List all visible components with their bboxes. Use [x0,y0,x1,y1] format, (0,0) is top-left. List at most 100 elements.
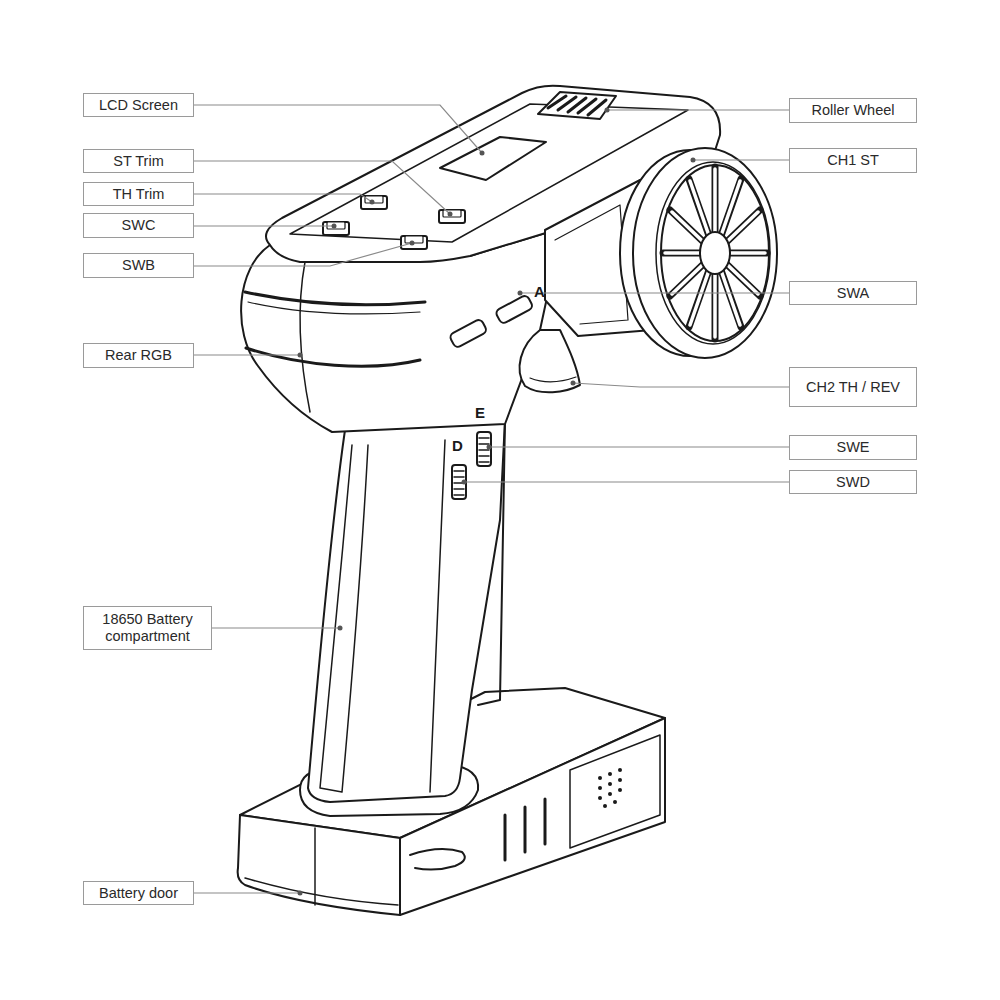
side-switches-part [452,465,466,499]
leader-dots-part [298,353,303,358]
transmitter-grip-part [430,440,445,792]
leader-lines-part [607,109,789,110]
transmitter-base-part-part [608,782,612,786]
callout-label: TH Trim [113,186,165,203]
switch-letter: E [475,405,485,421]
side-switches [452,432,491,499]
switch-letter: A [534,284,545,300]
leader-dots-part [487,445,492,450]
transmitter-head-part [495,294,534,324]
leader-dots-part [410,241,415,246]
leader-lines-part [194,892,300,893]
leader-lines-part [464,481,789,482]
side-switches-part [479,438,489,462]
switch-letter: D [452,438,463,454]
leader-lines-part [194,161,450,214]
transmitter-base-part-part [598,776,602,780]
leader-lines-part [194,354,300,355]
transmitter-head-part [300,262,310,412]
transmitter-base-part [505,799,545,860]
transmitter-base-part-part [598,796,602,800]
leader-lines-part [194,225,334,226]
leader-dots-part [462,480,467,485]
callout-box: ST Trim [83,149,194,173]
trim-buttons-part [323,222,349,235]
transmitter-head-part [246,348,420,366]
trim-buttons-part [401,236,427,249]
leader-dots-part [571,381,576,386]
throttle-trigger-part [520,330,580,392]
steering-wheel-part [633,148,777,358]
steering-wheel-part-part [665,169,765,337]
leader-dots-part [338,626,343,631]
roller-wheel-drawing-part [538,92,616,119]
callout-label: SWA [837,285,870,302]
transmitter-base-part-part [618,778,622,782]
lcd-screen-drawing [440,137,546,180]
transmitter-base-part [314,828,316,905]
leader-lines-part [489,446,789,447]
callout-box: LCD Screen [83,93,194,117]
leader-dots-part [332,224,337,229]
lcd-screen-drawing-part [440,137,546,180]
callout-label: ST Trim [113,153,163,170]
callout-label: SWD [836,474,870,491]
callout-label: SWE [836,439,869,456]
transmitter-base-part-part [603,804,607,808]
side-switches-part [477,432,491,466]
transmitter-base-part-part [598,786,602,790]
callout-box: TH Trim [83,182,194,206]
leader-dots-part [298,891,303,896]
leader-dots-part [691,158,696,163]
callout-box: Rear RGB [83,343,194,368]
transmitter-base-part-part [608,772,612,776]
roller-wheel-drawing-part [548,96,606,115]
roller-wheel-drawing [538,92,616,119]
leader-lines-part [194,194,372,202]
trim-buttons-part [443,210,461,217]
callout-label: CH1 ST [827,152,879,169]
leader-lines-part [520,292,789,293]
steering-wheel-part [663,167,767,339]
leader-dots-part [605,108,610,113]
leader-dots-part [370,200,375,205]
leader-lines-part [573,383,789,387]
transmitter-base-part [245,878,398,905]
transmitter-grip-part [308,420,505,802]
callout-label: Rear RGB [105,347,172,364]
transmitter-base-part [570,735,660,848]
transmitter-base-part [598,768,622,808]
callout-box: SWD [789,470,917,494]
steering-wheel-part [665,169,765,337]
transmitter-grip [300,420,505,816]
transmitter-base-part-part [618,788,622,792]
callout-box: CH2 TH / REV [789,367,917,407]
transmitter-base-part-part [618,768,622,772]
steering-wheel-part [700,232,730,274]
transmitter-head-part [248,302,420,314]
callout-label: CH2 TH / REV [806,379,900,396]
callout-box: Battery door [83,881,194,905]
trim-buttons [323,196,465,249]
leader-lines-part [693,159,789,160]
steering-wheel-part [656,162,770,344]
wheel-mount-part [555,205,628,324]
leader-dots [298,108,696,896]
transmitter-grip-part [478,420,505,705]
transmitter-base-part [410,849,465,869]
leader-dots-part [480,151,485,156]
callout-label: SWC [122,217,156,234]
steering-wheel [620,148,777,358]
callout-label: Roller Wheel [812,102,895,119]
leader-dots-part [448,212,453,217]
transmitter-base-part [238,815,400,915]
callout-box: SWC [83,213,194,238]
callout-box: Roller Wheel [789,98,917,123]
leader-lines-part [194,243,412,266]
leader-dots-part [518,291,523,296]
steering-wheel-part [661,165,769,341]
leader-lines-part [212,627,340,628]
callout-box: CH1 ST [789,148,917,173]
callout-label: 18650 Battery compartment [90,611,205,645]
